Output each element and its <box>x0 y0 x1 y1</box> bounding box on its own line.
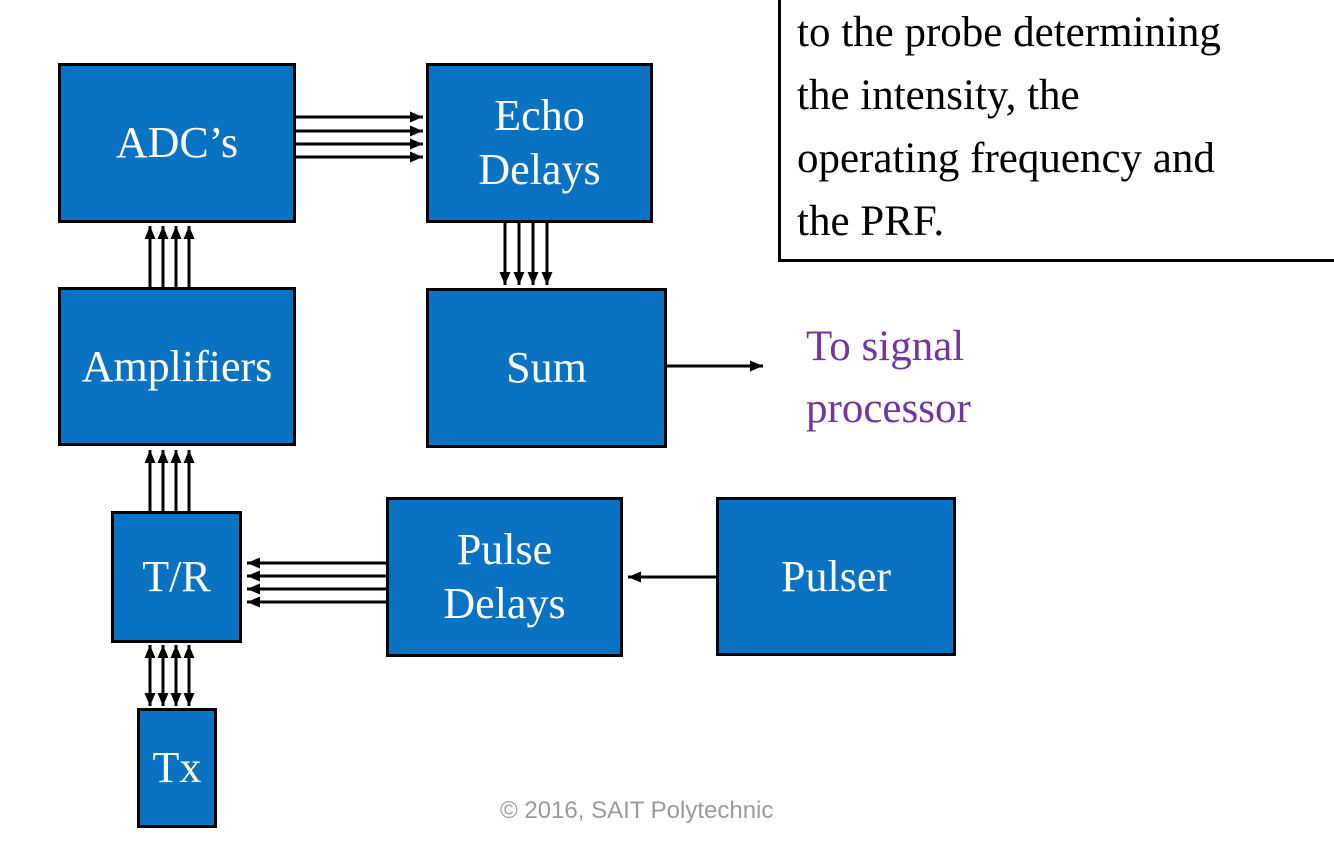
block-pulse-delays: Pulse Delays <box>386 497 623 657</box>
to-signal-line1: To signal <box>806 323 965 370</box>
block-pulser-label: Pulser <box>781 551 891 601</box>
block-adcs-label: ADC’s <box>115 118 239 168</box>
block-tx: Tx <box>137 708 217 828</box>
text-box-line: to the probe determining <box>797 9 1221 56</box>
block-echo-delays-label-line1: Echo <box>494 91 585 141</box>
slide-text-box: to the probe determining the intensity, … <box>778 0 1334 262</box>
block-tr-label: T/R <box>142 552 211 602</box>
to-signal-processor-label: To signal processor <box>806 316 971 440</box>
block-echo-delays-label-line2: Delays <box>478 145 601 194</box>
block-tr: T/R <box>111 511 242 643</box>
copyright-text: © 2016, SAIT Polytechnic <box>500 797 774 824</box>
block-tx-label: Tx <box>152 743 202 793</box>
to-signal-line2: processor <box>806 385 971 432</box>
block-adcs: ADC’s <box>58 63 296 223</box>
arrow-echo-delays-to-sum <box>499 223 553 285</box>
arrow-tr-to-amplifiers <box>144 450 195 511</box>
text-box-line: operating frequency and <box>797 135 1215 182</box>
block-sum: Sum <box>426 288 667 448</box>
text-box-line: the PRF. <box>797 198 945 245</box>
text-box-line: the intensity, the <box>797 72 1080 119</box>
block-pulse-delays-label-line1: Pulse <box>456 525 553 575</box>
block-pulse-delays-label-line2: Delays <box>443 579 566 628</box>
arrow-amplifiers-to-adcs <box>144 226 195 287</box>
arrow-tr-tx-bidirectional <box>144 645 195 706</box>
block-echo-delays: Echo Delays <box>426 63 653 223</box>
arrow-pulse-delays-to-tr <box>247 557 386 608</box>
arrow-adcs-to-echo-delays <box>296 111 423 163</box>
block-pulser: Pulser <box>716 497 956 656</box>
block-amplifiers: Amplifiers <box>58 287 296 446</box>
block-amplifiers-label: Amplifiers <box>81 341 273 391</box>
block-sum-label: Sum <box>506 343 587 393</box>
